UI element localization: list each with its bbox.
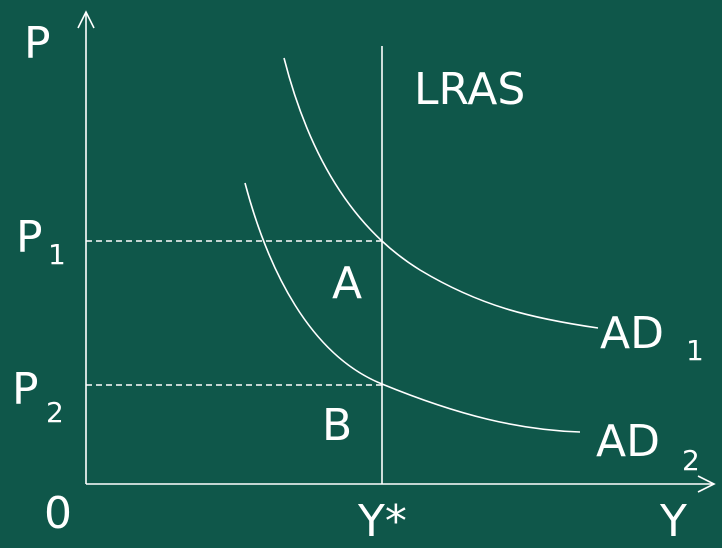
p1-label: P	[16, 212, 43, 263]
point-a-label: A	[332, 258, 362, 309]
p2-subscript: 2	[46, 396, 64, 429]
y-axis-arrowhead	[77, 10, 95, 29]
point-b-label: B	[322, 400, 352, 451]
ad2-subscript: 2	[682, 444, 700, 477]
lras-label: LRAS	[414, 64, 525, 115]
ad2-curve	[244, 182, 581, 433]
potential-output-label: Y*	[357, 496, 407, 544]
ad1-subscript: 1	[686, 334, 704, 367]
p1-subscript: 1	[48, 238, 66, 271]
y-axis-label: P	[24, 18, 51, 69]
origin-label: 0	[44, 488, 72, 539]
x-axis-arrowhead	[697, 475, 716, 493]
ad1-curve	[283, 57, 599, 329]
x-axis-label: Y	[659, 496, 687, 544]
ad1-label: AD	[600, 308, 664, 359]
ad2-label: AD	[596, 416, 660, 467]
p2-label: P	[12, 364, 39, 415]
